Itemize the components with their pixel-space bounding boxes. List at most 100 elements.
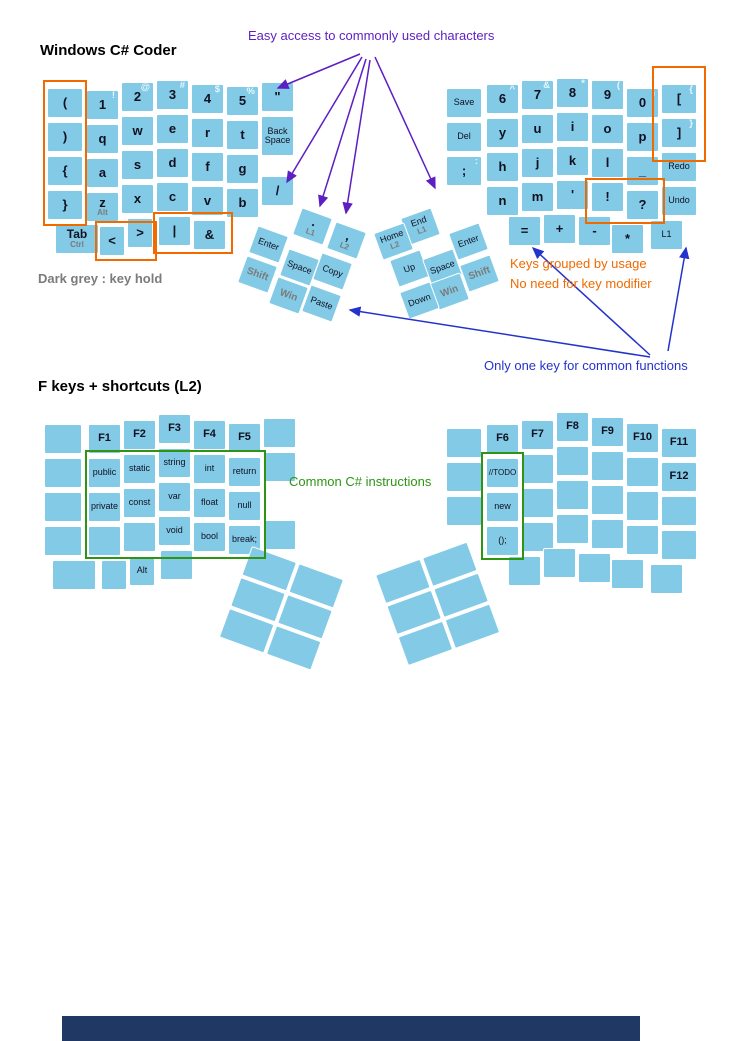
f-layer-right-thumb-cluster	[375, 541, 501, 667]
key-blank	[44, 424, 82, 454]
key-semicolon: :;	[446, 156, 482, 186]
key-x: x	[121, 184, 154, 214]
key-var: var	[158, 482, 191, 512]
key-i: i	[556, 112, 589, 142]
footer-bar	[62, 1016, 640, 1041]
key-period: .L1	[292, 207, 333, 246]
highlight-pipe-ampersand	[153, 212, 233, 254]
key-t: t	[226, 120, 259, 150]
key-4: $4	[191, 84, 224, 114]
key-blank	[611, 559, 644, 589]
key-f9: F9	[591, 417, 624, 447]
key-f6: F6	[486, 424, 519, 454]
key-blank	[446, 462, 482, 492]
key-plus: +	[543, 214, 576, 244]
key-f8: F8	[556, 412, 589, 442]
key-open-brace: {	[47, 156, 83, 186]
key-float: float	[193, 488, 226, 518]
key-undo: Undo	[661, 186, 697, 216]
key-close-brace: }	[47, 190, 83, 220]
key-open-paren: (	[47, 88, 83, 118]
key-u: u	[521, 114, 554, 144]
key-l1: L1	[650, 220, 683, 250]
key-save: Save	[446, 88, 482, 118]
key-o: o	[591, 114, 624, 144]
key-w: w	[121, 116, 154, 146]
key-blank	[88, 526, 121, 556]
key-5: %5	[226, 86, 259, 116]
key-minus: -	[578, 216, 611, 246]
key-parens-semicolon: ();	[486, 526, 519, 556]
key-c: c	[156, 182, 189, 212]
key-quote: "	[261, 82, 294, 112]
key-blank	[626, 491, 659, 521]
key-open-bracket: {[	[661, 84, 697, 114]
key-l: l	[591, 148, 624, 178]
key-blank	[101, 560, 127, 590]
key-public: public	[88, 458, 121, 488]
highlight-csharp-keywords-right	[481, 452, 524, 560]
key-blank	[521, 522, 554, 552]
key-f3: F3	[158, 414, 191, 444]
key-q: q	[86, 124, 119, 154]
annotation-keys-grouped-2: No need for key modifier	[510, 276, 652, 291]
key-bool: bool	[193, 522, 226, 552]
key-blank	[508, 556, 541, 586]
key-blank	[543, 548, 576, 578]
key-blank	[591, 519, 624, 549]
key-d: d	[156, 148, 189, 178]
key-const: const	[123, 488, 156, 518]
key-close-bracket: }]	[661, 118, 697, 148]
key-blank	[263, 418, 296, 448]
key-blank	[263, 452, 296, 482]
key-void: void	[158, 516, 191, 546]
key-k: k	[556, 146, 589, 176]
key-blank	[556, 446, 589, 476]
key-ampersand: &	[193, 220, 226, 250]
key-blank	[52, 560, 96, 590]
key-n: n	[486, 186, 519, 216]
key-redo: Redo	[661, 152, 697, 182]
key-blank	[521, 488, 554, 518]
key-6: ^6	[486, 84, 519, 114]
key-m: m	[521, 182, 554, 212]
annotation-keys-grouped-1: Keys grouped by usage	[510, 256, 647, 271]
key-slash: /	[261, 176, 294, 206]
key-less-than: <	[99, 226, 125, 256]
key-comma: ,L2	[326, 221, 367, 260]
key-static: static	[123, 454, 156, 484]
highlight-exclamation-question	[585, 178, 665, 224]
highlight-parens-column	[43, 80, 87, 226]
highlight-angle-brackets	[95, 221, 157, 261]
key-private: private	[88, 492, 121, 522]
key-blank	[591, 451, 624, 481]
key-alt: Alt	[129, 556, 155, 586]
key-j: j	[521, 148, 554, 178]
key-back-space: Back Space	[261, 116, 294, 156]
key-greater-than: >	[127, 218, 153, 248]
annotation-one-key: Only one key for common functions	[484, 358, 688, 373]
annotation-easy-access: Easy access to commonly used characters	[248, 28, 495, 43]
key-f2: F2	[123, 420, 156, 450]
key-exclamation: !	[591, 182, 624, 212]
key-blank	[44, 458, 82, 488]
key-h: h	[486, 152, 519, 182]
key-question: ?	[626, 190, 659, 220]
key-int: int	[193, 454, 226, 484]
main-layer-title: Windows C# Coder	[40, 42, 177, 59]
key-8: *8	[556, 78, 589, 108]
key-apostrophe: '	[556, 180, 589, 210]
key-blank	[446, 428, 482, 458]
key-f5: F5	[228, 423, 261, 453]
highlight-csharp-keywords-left	[85, 450, 266, 559]
key-todo-comment: //TODO	[486, 458, 519, 488]
key-blank	[661, 530, 697, 560]
key-f: f	[191, 152, 224, 182]
key-blank	[44, 492, 82, 522]
key-close-paren: )	[47, 122, 83, 152]
key-blank	[44, 526, 82, 556]
key-f1: F1	[88, 424, 121, 454]
key-blank	[578, 553, 611, 583]
